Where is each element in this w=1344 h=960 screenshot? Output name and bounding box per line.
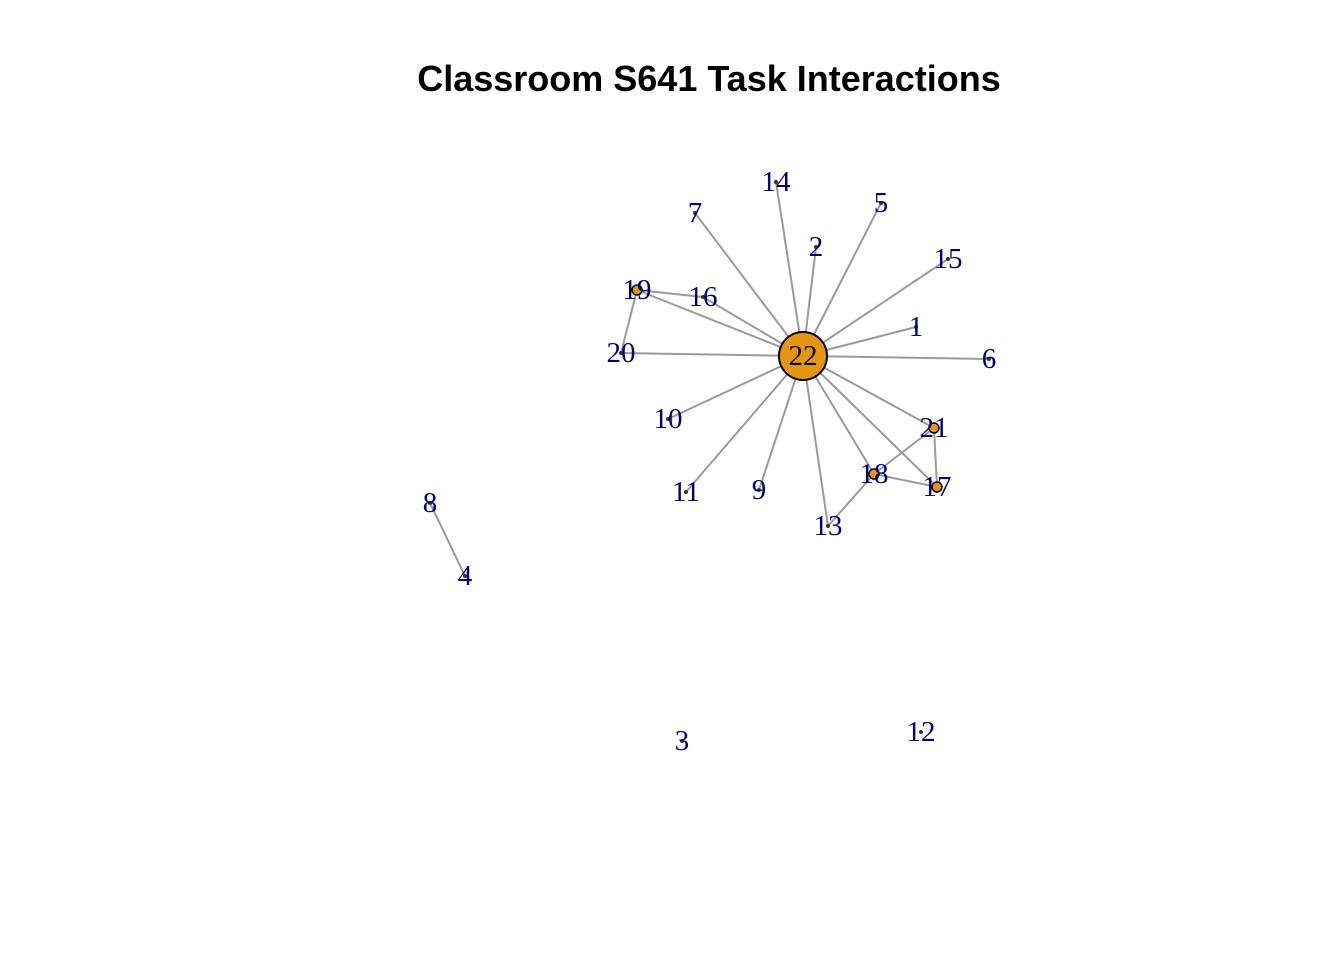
node-13 [826,524,830,528]
node-label-10: 10 [654,403,683,435]
edge-22-15 [802,258,949,357]
node-label-5: 5 [874,187,889,219]
edge-22-13 [802,355,829,527]
node-label-16: 16 [689,281,718,313]
edge-22-7 [694,212,804,357]
node-label-20: 20 [607,337,636,369]
edge-22-17 [802,355,938,488]
node-6 [987,357,991,361]
nodes-layer [428,180,991,743]
edge-18-13 [827,473,875,527]
node-9 [757,488,761,492]
edge-22-20 [620,352,804,357]
node-label-15: 15 [934,243,963,275]
node-14 [774,180,778,184]
node-label-4: 4 [458,560,473,592]
node-15 [946,257,950,261]
node-18 [868,468,880,480]
node-label-12: 12 [907,716,936,748]
chart-title: Classroom S641 Task Interactions [417,58,1001,99]
node-4 [463,574,467,578]
node-label-14: 14 [762,166,792,198]
node-11 [684,490,688,494]
node-label-22: 22 [789,340,818,372]
node-20 [619,351,623,355]
node-19 [631,284,643,296]
edge-21-17 [933,427,938,488]
node-label-3: 3 [675,725,690,757]
node-12 [919,730,923,734]
node-label-11: 11 [672,476,700,508]
node-label-7: 7 [688,197,703,229]
node-label-6: 6 [982,343,997,375]
node-5 [879,201,883,205]
node-label-8: 8 [423,487,438,519]
node-label-19: 19 [623,274,652,306]
edge-18-17 [873,473,938,488]
node-label-2: 2 [809,231,824,263]
node-21 [928,422,940,434]
node-17 [931,481,943,493]
node-label-18: 18 [860,458,889,490]
node-label-9: 9 [752,474,767,506]
node-label-17: 17 [923,471,952,503]
node-2 [814,245,818,249]
edge-21-18 [873,427,935,475]
node-1 [914,325,918,329]
edges-layer [429,181,990,577]
node-22 [778,331,828,381]
edge-22-11 [685,355,804,493]
node-8 [428,501,432,505]
node-label-13: 13 [814,510,843,542]
node-label-1: 1 [909,311,924,343]
node-16 [701,295,705,299]
edge-8-4 [429,502,466,577]
node-label-21: 21 [920,412,949,444]
edge-22-6 [802,355,990,360]
edge-22-5 [802,202,882,357]
edge-19-16 [636,289,704,298]
node-7 [693,211,697,215]
edge-19-20 [620,289,638,354]
node-10 [666,417,670,421]
node-3 [680,739,684,743]
edge-22-19 [636,289,804,357]
edge-22-14 [775,181,804,357]
